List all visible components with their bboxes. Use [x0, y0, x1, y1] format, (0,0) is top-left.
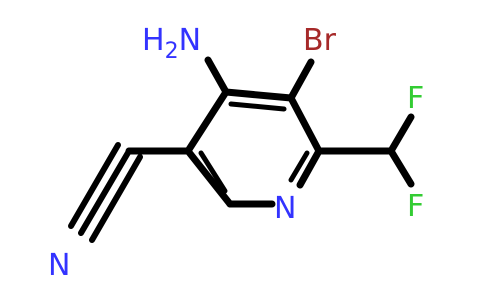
bond-chf2-f-top	[387, 113, 415, 155]
bond-c2-n1-inner	[288, 150, 310, 183]
fluorine-bottom-label: F	[407, 189, 424, 224]
bond-c6-c5-inner	[198, 150, 228, 194]
bond-c4-c3	[222, 88, 295, 102]
bond-c4-c3-inner	[228, 101, 287, 112]
bond-c3-br	[287, 58, 315, 102]
bond-c6-c5	[184, 147, 234, 208]
ring-nitrogen-label: N	[274, 191, 296, 226]
bonds	[125, 56, 415, 208]
bond-c5-c4	[184, 88, 230, 155]
fluorine-top-label: F	[407, 81, 424, 116]
bond-chf2-f-bottom	[387, 147, 415, 188]
bromine-label: Br	[303, 23, 337, 58]
bond-c3-c2	[287, 94, 323, 155]
nitrile-triple-bond	[68, 142, 143, 243]
atom-labels: H2N Br N F F N	[48, 23, 424, 283]
bond-c2-n1	[296, 147, 323, 189]
nitrile-nitrogen-label: N	[48, 248, 70, 283]
bond-c4-nh2	[204, 56, 230, 96]
amino-label: H2N	[142, 23, 201, 64]
